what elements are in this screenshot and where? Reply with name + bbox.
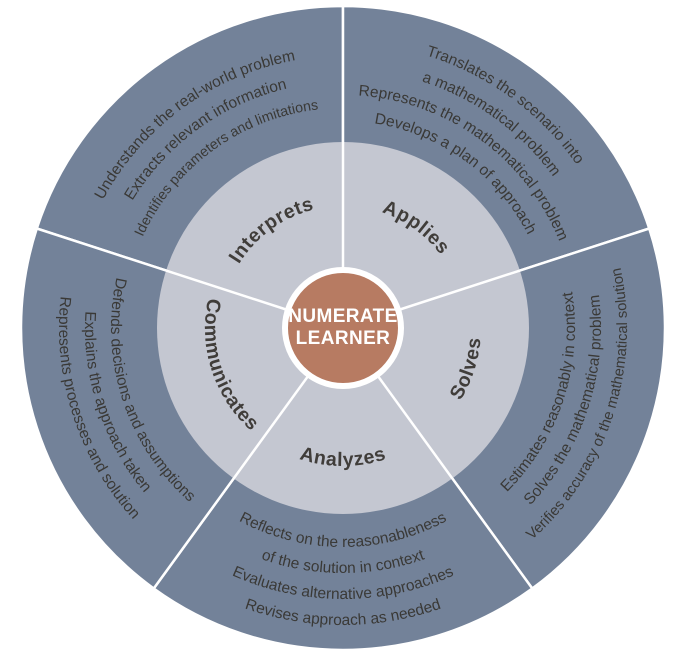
center-circle bbox=[288, 273, 398, 383]
center-label-line1: NUMERATE bbox=[288, 306, 397, 327]
segment-divider-line bbox=[394, 269, 521, 313]
segment-divider-line bbox=[374, 371, 454, 480]
center-label-line2: LEARNER bbox=[296, 328, 391, 349]
segment-divider-line bbox=[165, 269, 292, 313]
segment-divider-line bbox=[232, 371, 312, 480]
